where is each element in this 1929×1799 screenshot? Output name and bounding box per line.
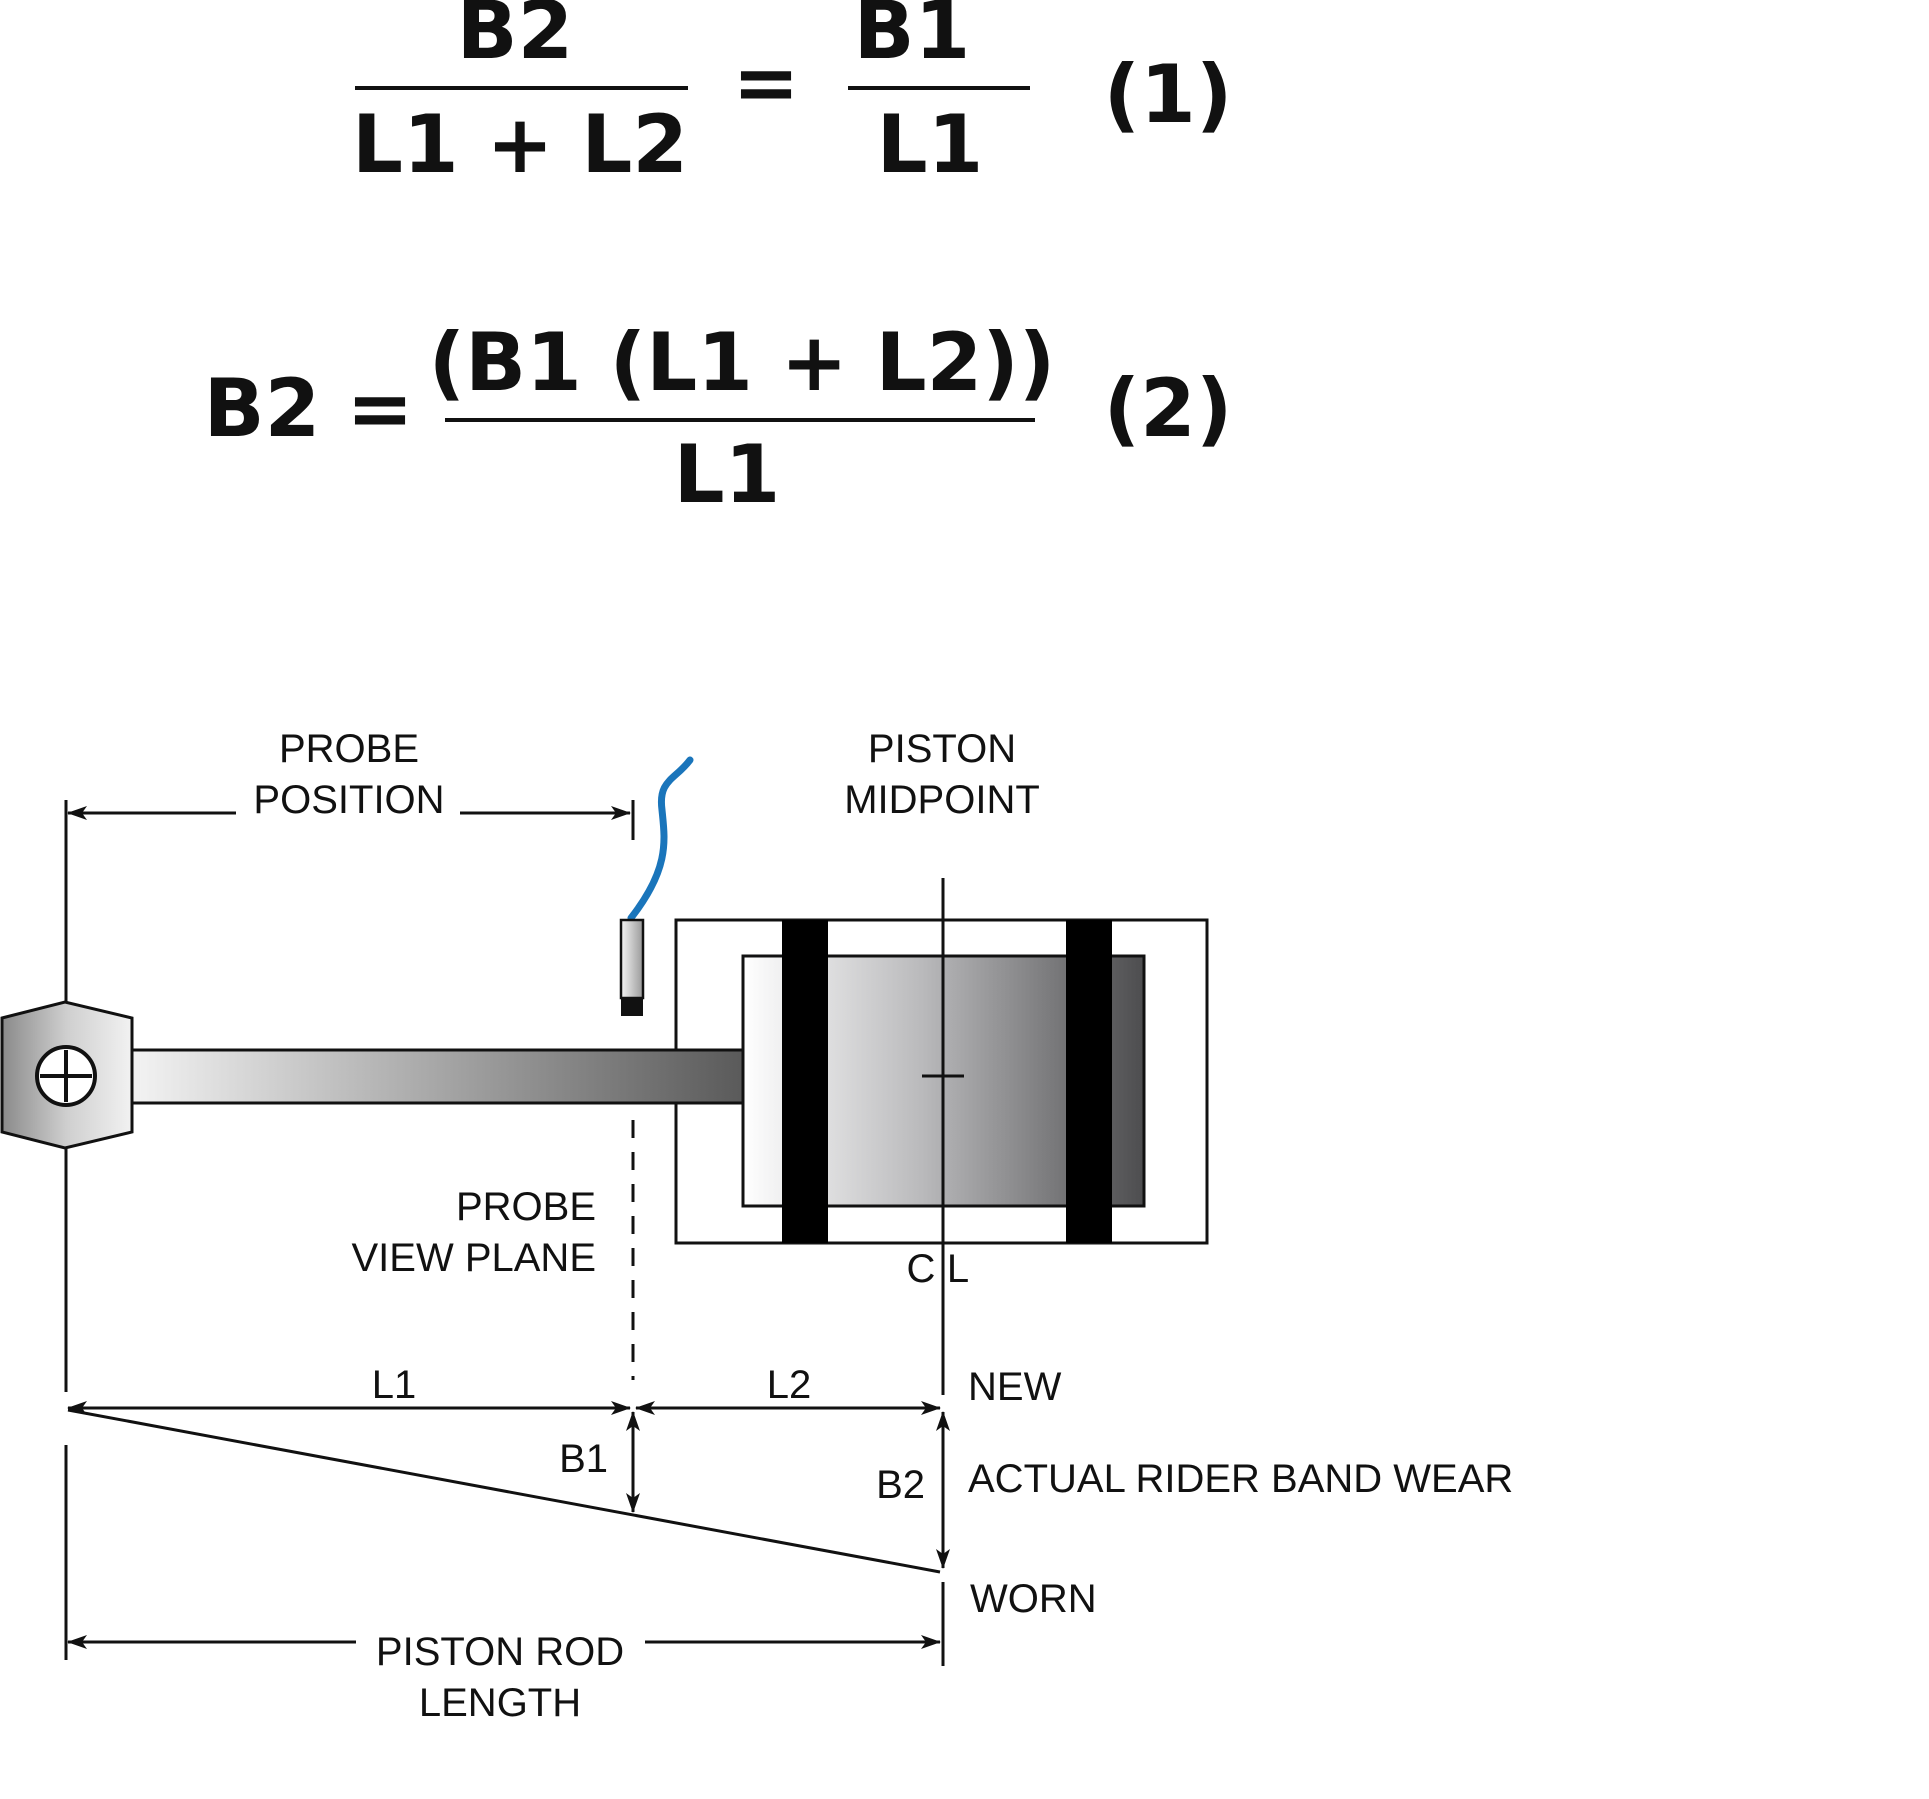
eq1-numerator-right: B1: [854, 0, 971, 77]
l1-label: L1: [372, 1363, 417, 1407]
equation-2: B2 = (B1 (L1 + L2)) L1 (2): [204, 316, 1233, 521]
probe-body: [619, 918, 645, 1000]
centerline-label-l: L: [947, 1247, 969, 1291]
eq1-numerator-left: B2: [457, 0, 574, 77]
probe-tip: [621, 998, 643, 1016]
eq2-number: (2): [1104, 362, 1233, 455]
b1-label: B1: [559, 1437, 608, 1481]
piston-rod-length-label-line2: LENGTH: [419, 1681, 581, 1725]
eq2-numerator: (B1 (L1 + L2)): [429, 316, 1056, 409]
proximity-probe: [619, 756, 694, 1016]
piston-midpoint-label-line2: MIDPOINT: [844, 778, 1040, 822]
eq2-equals: =: [346, 362, 413, 455]
worn-label: WORN: [970, 1577, 1097, 1621]
eq1-denominator-left: L1 + L2: [352, 98, 688, 191]
new-label: NEW: [968, 1365, 1062, 1409]
labels: PROBE POSITION PISTON MIDPOINT PROBE VIE…: [253, 727, 1513, 1725]
eq1-denominator-right: L1: [877, 98, 984, 191]
probe-position-label-line1: PROBE: [279, 727, 419, 771]
eq2-denominator: L1: [674, 428, 781, 521]
l2-label: L2: [767, 1363, 812, 1407]
centerline-label-c: C: [907, 1247, 936, 1291]
pin-crosshair-icon: [35, 1045, 97, 1107]
dimensions: [67, 806, 950, 1649]
probe-position-label-line2: POSITION: [253, 778, 444, 822]
piston-rod-length-label-line1: PISTON ROD: [376, 1630, 624, 1674]
b2-label: B2: [876, 1463, 925, 1507]
eq1-number: (1): [1104, 48, 1233, 141]
probe-cable: [627, 756, 694, 922]
wear-slope-line: [67, 1408, 941, 1574]
rider-band-left: [782, 920, 828, 1243]
rider-band-right: [1066, 920, 1112, 1243]
piston-assembly: [0, 756, 1209, 1666]
piston-midpoint-label-line1: PISTON: [868, 727, 1016, 771]
probe-view-plane-label-line2: VIEW PLANE: [351, 1236, 596, 1280]
eq1-equals: =: [732, 36, 799, 129]
eq2-lhs: B2: [204, 362, 321, 455]
actual-rider-band-wear-label: ACTUAL RIDER BAND WEAR: [968, 1457, 1513, 1501]
probe-view-plane-label-line1: PROBE: [456, 1185, 596, 1229]
equation-1: B2 L1 + L2 = B1 L1 (1): [352, 0, 1232, 191]
piston-rod: [126, 1048, 745, 1105]
